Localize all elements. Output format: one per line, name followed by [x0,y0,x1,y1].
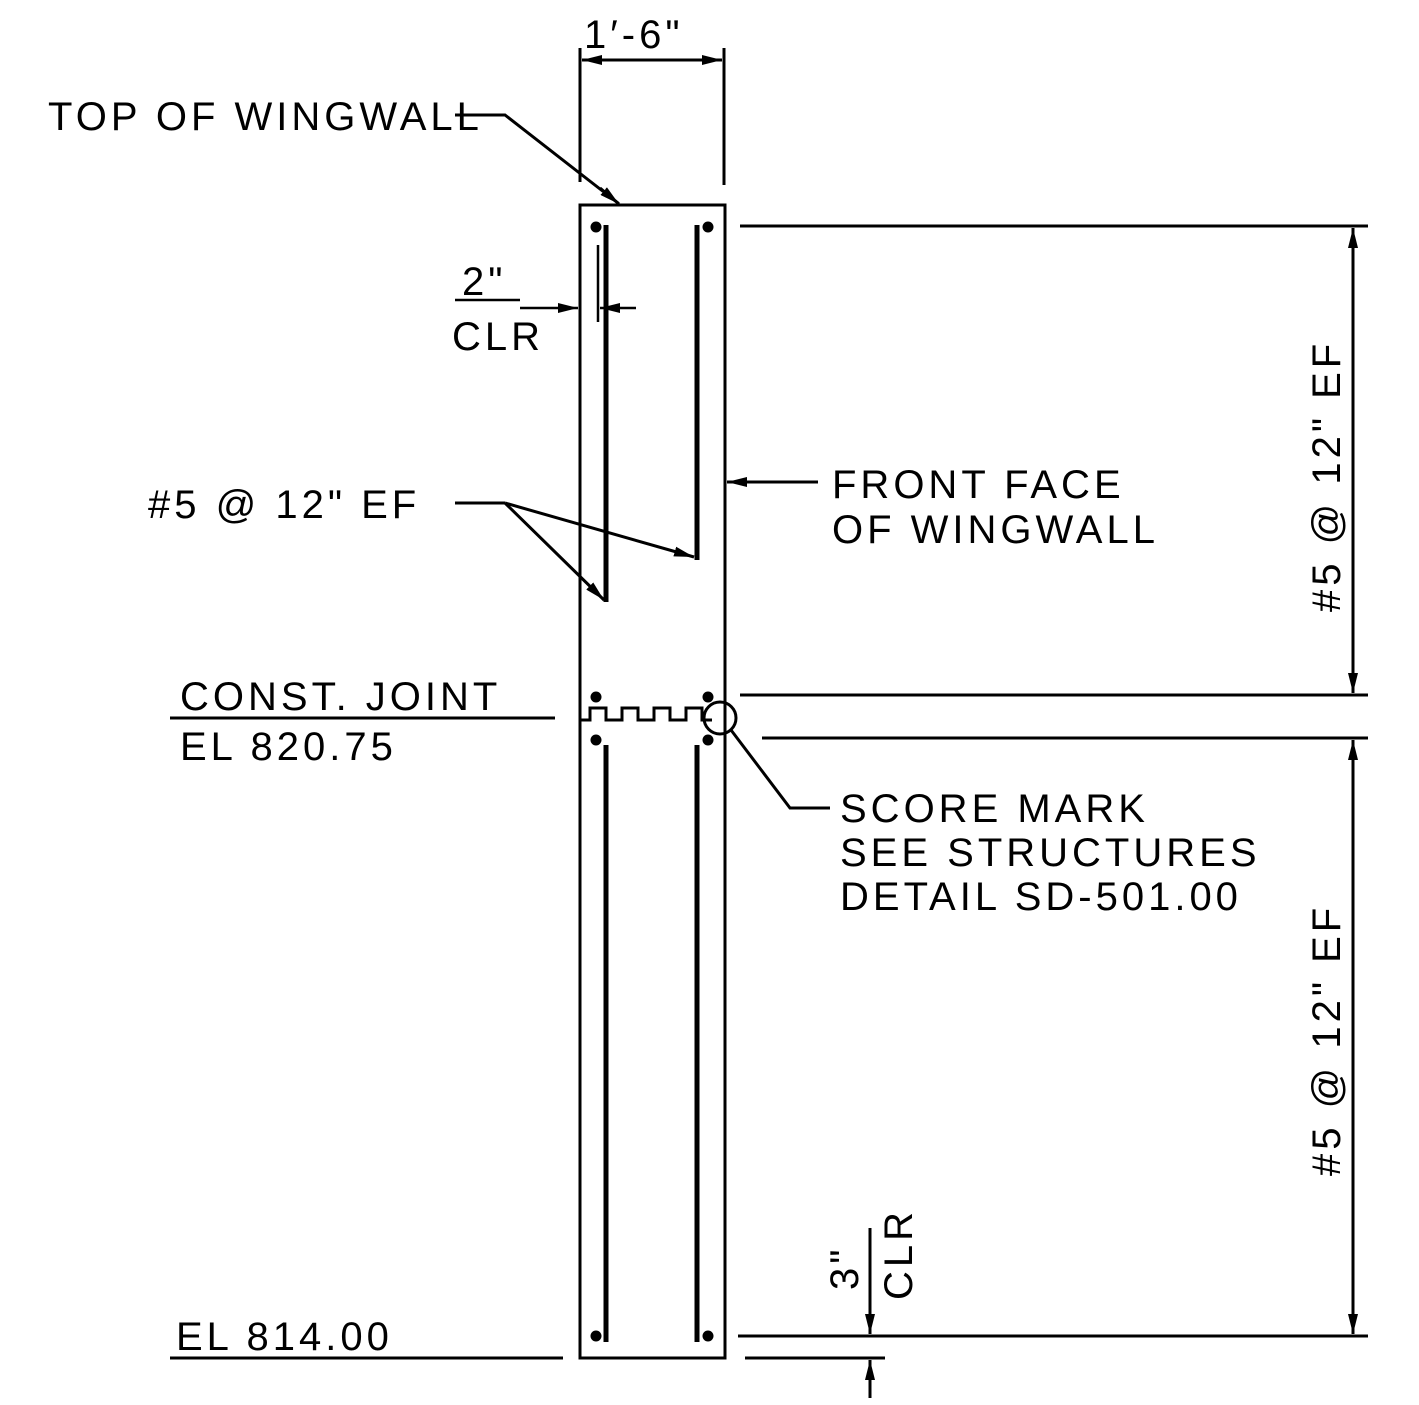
bars-leader [455,501,695,602]
wingwall-outline [578,203,727,1360]
right-extension-lines [738,224,1368,1360]
const-joint-label-line1: CONST. JOINT [180,675,501,719]
score-mark-label-line3: DETAIL SD-501.00 [840,875,1242,919]
rebar-dots [590,221,714,1342]
bars-left-label: #5 @ 12" EF [148,483,420,527]
score-mark-leader [729,729,830,810]
bottom-elevation-label: EL 814.00 [176,1315,393,1359]
bars-right-upper-label: #5 @ 12" EF [1305,340,1349,612]
const-joint-label-line2: EL 820.75 [180,725,397,769]
vertical-reinforcement [603,225,700,1342]
top-of-wingwall-label: TOP OF WINGWALL [48,95,483,139]
width-dimension-label: 1′-6" [584,13,684,57]
clear-2-label: CLR [452,315,544,359]
score-mark-circle [702,700,738,736]
construction-joint-keyway [580,706,712,722]
score-mark-label-line2: SEE STRUCTURES [840,831,1261,875]
score-mark-label-line1: SCORE MARK [840,787,1149,831]
top-of-wingwall-arrow [599,186,620,206]
clear-2-value: 2" [462,260,506,304]
bars-right-lower-label: #5 @ 12" EF [1305,904,1349,1176]
width-dimension [578,48,726,185]
clear-2-dimension [455,245,636,322]
front-face-label-line1: FRONT FACE [832,463,1125,507]
clear-3-value: 3" [823,1246,867,1290]
clear-3-label: CLR [877,1208,921,1300]
top-of-wingwall-leader [455,113,619,205]
front-face-label-line2: OF WINGWALL [832,508,1159,552]
